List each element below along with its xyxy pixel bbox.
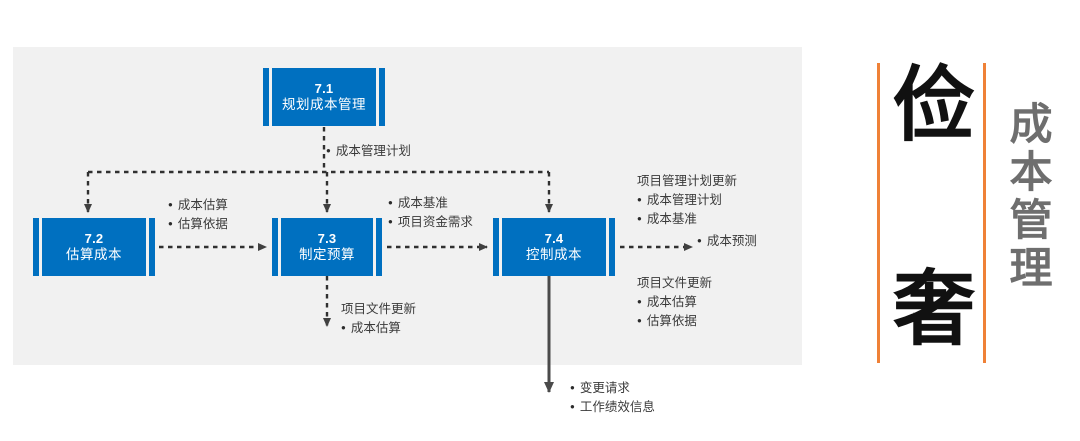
vertical-rule-right [983, 63, 986, 363]
annotation-header: 项目管理计划更新 [637, 174, 738, 188]
box-left-gap [499, 218, 502, 276]
box-left-gap [269, 68, 272, 126]
annotation-control-outputs: 变更请求 工作绩效信息 [570, 379, 655, 417]
annotation-item: 估算依据 [637, 312, 712, 331]
big-character-bottom: 奢 [892, 262, 975, 357]
vertical-rule-left [877, 63, 880, 363]
sidebar-calligraphy-panel: 俭 奢 成 本 管 理 [860, 55, 1070, 375]
vertical-title-char-1: 成 [1009, 100, 1053, 150]
box-name: 规划成本管理 [282, 96, 366, 112]
box-name: 估算成本 [66, 246, 122, 262]
annotation-item: 成本估算 [637, 293, 712, 312]
process-box-7-1[interactable]: 7.1 规划成本管理 [263, 68, 385, 126]
box-number: 7.4 [544, 230, 564, 246]
annotation-item: 工作绩效信息 [570, 398, 655, 417]
annotation-item: 成本基准 [637, 210, 737, 229]
box-right-gap [373, 218, 376, 276]
annotation-item: 成本管理计划 [637, 191, 737, 210]
box-body: 7.3 制定预算 [281, 218, 373, 276]
annotation-cost-baseline: 成本基准 项目资金需求 [388, 194, 473, 232]
box-left-cap [263, 68, 269, 126]
box-right-gap [606, 218, 609, 276]
annotation-item: 估算依据 [168, 215, 228, 234]
box-left-cap [493, 218, 499, 276]
annotation-cost-management-plan: 成本管理计划 [326, 142, 411, 161]
box-right-cap [379, 68, 385, 126]
annotation-item: 成本基准 [388, 194, 473, 213]
process-box-7-3[interactable]: 7.3 制定预算 [272, 218, 382, 276]
process-box-7-4[interactable]: 7.4 控制成本 [493, 218, 615, 276]
box-number: 7.1 [314, 80, 334, 96]
box-body: 7.2 估算成本 [42, 218, 146, 276]
vertical-title: 成 本 管 理 [1000, 101, 1062, 294]
box-right-cap [149, 218, 155, 276]
annotation-header: 项目文件更新 [341, 302, 417, 316]
vertical-title-char-2: 本 [1009, 148, 1053, 199]
vertical-title-char-3: 管 [1009, 196, 1053, 247]
annotation-header: 项目文件更新 [637, 276, 713, 290]
box-right-cap [609, 218, 615, 276]
box-right-gap [146, 218, 149, 276]
annotation-item: 成本预测 [697, 232, 757, 251]
annotation-item: 项目资金需求 [388, 213, 473, 232]
annotation-doc-updates-control: 项目文件更新 成本估算 估算依据 [637, 274, 712, 330]
annotation-item: 成本管理计划 [326, 142, 411, 161]
box-body: 7.4 控制成本 [502, 218, 606, 276]
box-number: 7.2 [84, 230, 104, 246]
annotation-pm-plan-updates: 项目管理计划更新 成本管理计划 成本基准 [637, 172, 737, 228]
box-body: 7.1 规划成本管理 [272, 68, 376, 126]
process-box-7-2[interactable]: 7.2 估算成本 [33, 218, 155, 276]
box-name: 制定预算 [299, 246, 355, 262]
vertical-title-char-4: 理 [1009, 244, 1053, 295]
annotation-item: 成本估算 [341, 319, 416, 338]
annotation-doc-updates-budget: 项目文件更新 成本估算 [341, 300, 416, 338]
box-right-gap [376, 68, 379, 126]
annotation-item: 变更请求 [570, 379, 655, 398]
big-character-top: 俭 [892, 58, 975, 153]
box-left-cap [33, 218, 39, 276]
box-number: 7.3 [317, 230, 337, 246]
annotation-estimates: 成本估算 估算依据 [168, 196, 228, 234]
annotation-item: 成本估算 [168, 196, 228, 215]
box-right-cap [376, 218, 382, 276]
box-left-gap [39, 218, 42, 276]
box-left-gap [278, 218, 281, 276]
annotation-cost-forecast: 成本预测 [697, 232, 757, 251]
box-left-cap [272, 218, 278, 276]
box-name: 控制成本 [526, 246, 582, 262]
